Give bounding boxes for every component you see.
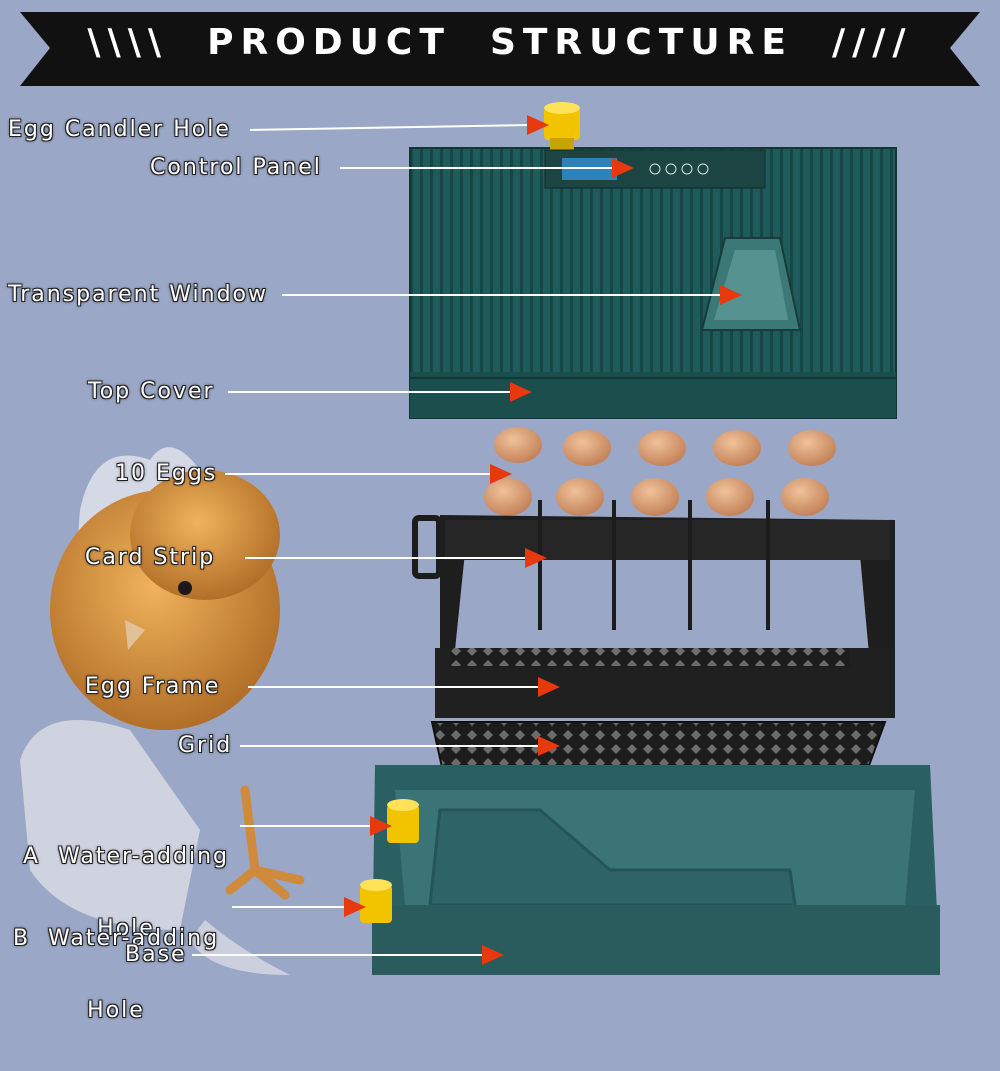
egg-candler-hole [544,102,580,152]
arrowhead-grid [538,736,560,756]
product-structure-diagram: \\\\ PRODUCT STRUCTURE //// Egg Candler … [0,0,1000,1023]
label-water-hole-a: A Water-adding Hole [12,797,240,989]
label-base: Base [125,942,187,967]
egg-frame [412,500,895,718]
label-water-hole-b: B Water-adding Hole [2,879,230,1071]
chick-illustration [20,447,305,975]
arrowhead-card-strip [525,548,547,568]
page-title: \\\\ PRODUCT STRUCTURE //// [87,22,913,63]
label-water-hole-b-line1: B Water-adding [12,926,220,951]
label-control-panel: Control Panel [150,155,322,180]
top-cover [409,147,897,419]
label-ten-eggs: 10 Eggs [115,461,218,486]
arrowhead-control-panel [612,158,634,178]
pointer-line-egg-candler-hole [249,124,532,131]
label-water-hole-b-line2: Hole [87,998,145,1023]
arrowhead-egg-frame [538,677,560,697]
pointer-lines [192,115,742,965]
base [372,765,940,975]
arrowhead-water-hole-b [344,897,366,917]
label-water-hole-a-line2: Hole [97,916,155,941]
arrowhead-transparent-window [720,285,742,305]
eggs [484,427,836,516]
transparent-window [700,237,802,331]
label-water-hole-a-line1: A Water-adding [22,844,230,869]
label-grid: Grid [178,733,233,758]
label-top-cover: Top Cover [88,379,215,404]
label-card-strip: Card Strip [85,545,216,570]
arrowhead-ten-eggs [490,464,512,484]
arrowhead-water-hole-a [370,816,392,836]
title-banner-shape [20,12,980,86]
label-egg-candler-hole: Egg Candler Hole [8,117,231,142]
arrowhead-egg-candler-hole [527,115,549,135]
arrowhead-top-cover [510,382,532,402]
diagram-artwork [20,12,980,975]
water-hole-a [387,799,419,843]
water-hole-b [360,879,392,923]
label-transparent-window: Transparent Window [8,282,268,307]
arrowhead-base [482,945,504,965]
title-banner: \\\\ PRODUCT STRUCTURE //// [0,0,1000,92]
label-egg-frame: Egg Frame [85,674,221,699]
